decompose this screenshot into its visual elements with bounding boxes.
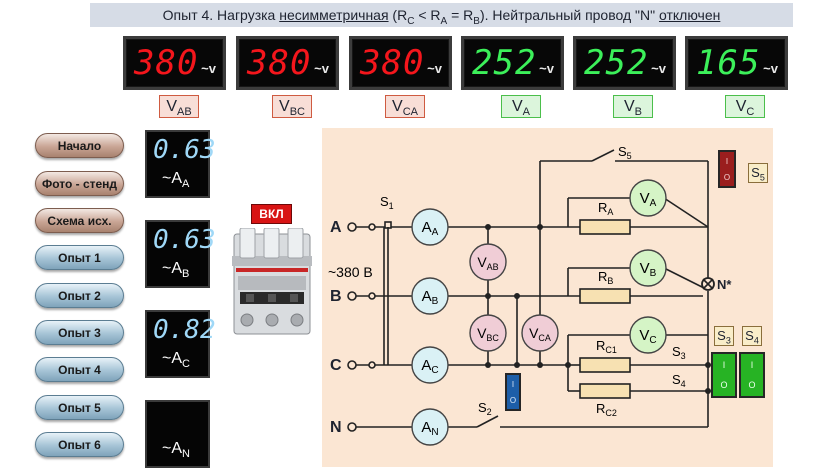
svg-text:AC: AC xyxy=(421,357,438,376)
ammeter-c-value: 0.82 xyxy=(153,315,216,345)
svg-text:AA: AA xyxy=(422,219,439,238)
voltmeter-unit: ~v xyxy=(314,61,329,76)
voltmeter-vb-value: 252 xyxy=(584,43,649,83)
svg-text:O: O xyxy=(724,173,730,182)
switch-s2-label: S2 xyxy=(478,400,492,417)
voltmeter-va-display: 252 ~v xyxy=(461,36,564,90)
voltmeter-vc-symbol: VC xyxy=(629,316,667,354)
voltmeter-vbc-value: 380 xyxy=(247,43,312,83)
neutral-label: N xyxy=(330,419,342,436)
neutral-status: отключен xyxy=(658,7,721,23)
voltmeter-label-vc: VC xyxy=(725,95,765,118)
ammeter-c-symbol: AC xyxy=(411,346,449,384)
voltmeter-vab-value: 380 xyxy=(134,43,199,83)
voltmeter-label-vab: VAB xyxy=(159,95,199,118)
voltmeter-unit: ~v xyxy=(763,61,778,76)
resistor-a-label: RA xyxy=(598,200,613,217)
ammeter-a-symbol: AA xyxy=(411,208,449,246)
nav-photo-stand-button[interactable]: Фото - стенд xyxy=(35,171,124,196)
nav-experiment-1-button[interactable]: Опыт 1 xyxy=(35,245,124,270)
voltmeter-vb-display: 252 ~v xyxy=(573,36,676,90)
voltmeter-vca-display: 380 ~v xyxy=(349,36,452,90)
ammeter-b-symbol: AB xyxy=(411,277,449,315)
voltmeter-unit: ~v xyxy=(651,61,666,76)
nav-experiment-3-button[interactable]: Опыт 3 xyxy=(35,320,124,345)
switch-s5-label: S5 xyxy=(618,144,632,161)
voltmeter-vbc-symbol: VBC xyxy=(469,314,507,352)
voltmeter-vab-display: 380 ~v xyxy=(123,36,226,90)
circuit-schematic: AA AB AC AN VAB VBC VCA VA xyxy=(322,128,773,467)
ammeter-c-unit: ~AC xyxy=(162,350,190,371)
phase-b-label: B xyxy=(330,288,342,305)
voltmeter-label-vbc: VBC xyxy=(272,95,312,118)
page-title: Опыт 4. Нагрузка несимметричная (RC < RA… xyxy=(90,3,793,27)
voltmeter-label-vb: VB xyxy=(613,95,653,118)
voltmeter-label-va: VA xyxy=(501,95,541,118)
voltmeter-vbc-display: 380 ~v xyxy=(236,36,339,90)
ammeter-n-unit: ~AN xyxy=(162,440,190,461)
ammeter-a-unit: ~AA xyxy=(162,170,190,191)
ammeter-b-value: 0.63 xyxy=(153,225,216,255)
svg-text:VAB: VAB xyxy=(477,254,498,272)
toggle-s4-tag: S4 xyxy=(742,326,762,346)
svg-text:VB: VB xyxy=(640,260,657,279)
supply-voltage-label: ~380 В xyxy=(328,264,373,280)
ammeter-a-value: 0.63 xyxy=(153,135,216,165)
toggle-s3-tag: S3 xyxy=(714,326,734,346)
ammeter-n-display: ~AN xyxy=(145,400,210,468)
svg-text:VA: VA xyxy=(640,190,657,209)
resistor-c2-label: RC2 xyxy=(596,401,617,418)
voltmeter-vb-symbol: VB xyxy=(629,249,667,287)
voltmeter-vab-symbol: VAB xyxy=(469,243,507,281)
switch-s1-label: S1 xyxy=(380,194,394,211)
svg-text:AB: AB xyxy=(422,288,439,307)
voltmeter-vc-display: 165 ~v xyxy=(685,36,788,90)
nav-scheme-button[interactable]: Схема исх. xyxy=(35,208,124,233)
svg-text:VBC: VBC xyxy=(477,325,499,343)
circuit-breaker-icon[interactable] xyxy=(232,227,312,338)
resistor-b-label: RB xyxy=(598,269,613,286)
ammeter-n-symbol: AN xyxy=(411,408,449,446)
voltmeter-unit: ~v xyxy=(539,61,554,76)
resistor-c1-label: RC1 xyxy=(596,338,617,355)
svg-text:I: I xyxy=(512,380,514,389)
svg-text:O: O xyxy=(510,396,516,405)
svg-text:O: O xyxy=(748,380,755,390)
voltmeter-vca-value: 380 xyxy=(360,43,425,83)
svg-text:VCA: VCA xyxy=(529,325,551,343)
nav-experiment-6-button[interactable]: Опыт 6 xyxy=(35,432,124,457)
voltmeter-label-vca: VCA xyxy=(385,95,425,118)
voltmeter-va-value: 252 xyxy=(472,43,537,83)
nav-experiment-5-button[interactable]: Опыт 5 xyxy=(35,395,124,420)
ammeter-b-display: 0.63 ~AB xyxy=(145,220,216,288)
power-on-button[interactable]: ВКЛ xyxy=(251,204,292,224)
svg-text:I: I xyxy=(751,360,754,370)
svg-text:I: I xyxy=(726,157,728,166)
svg-text:I: I xyxy=(723,360,726,370)
switch-s4-label: S4 xyxy=(672,372,686,389)
nav-experiment-4-button[interactable]: Опыт 4 xyxy=(35,357,124,382)
ammeter-b-unit: ~AB xyxy=(162,260,190,281)
nav-experiment-2-button[interactable]: Опыт 2 xyxy=(35,283,124,308)
ammeter-a-display: 0.63 ~AA xyxy=(145,130,216,198)
switch-s3-label: S3 xyxy=(672,344,686,361)
phase-c-label: C xyxy=(330,357,342,374)
phase-a-label: A xyxy=(330,219,342,236)
ammeter-c-display: 0.82 ~AC xyxy=(145,310,216,378)
voltmeter-unit: ~v xyxy=(201,61,216,76)
svg-text:VC: VC xyxy=(639,327,656,346)
voltmeter-vca-symbol: VCA xyxy=(521,314,559,352)
toggle-s5-tag: S5 xyxy=(748,163,768,183)
nav-start-button[interactable]: Начало xyxy=(35,133,124,158)
voltmeter-unit: ~v xyxy=(427,61,442,76)
voltmeter-va-symbol: VA xyxy=(629,179,667,217)
svg-text:AN: AN xyxy=(421,419,438,438)
neutral-point-label: N* xyxy=(717,277,732,292)
voltmeter-vc-value: 165 xyxy=(696,43,761,83)
svg-text:O: O xyxy=(720,380,727,390)
